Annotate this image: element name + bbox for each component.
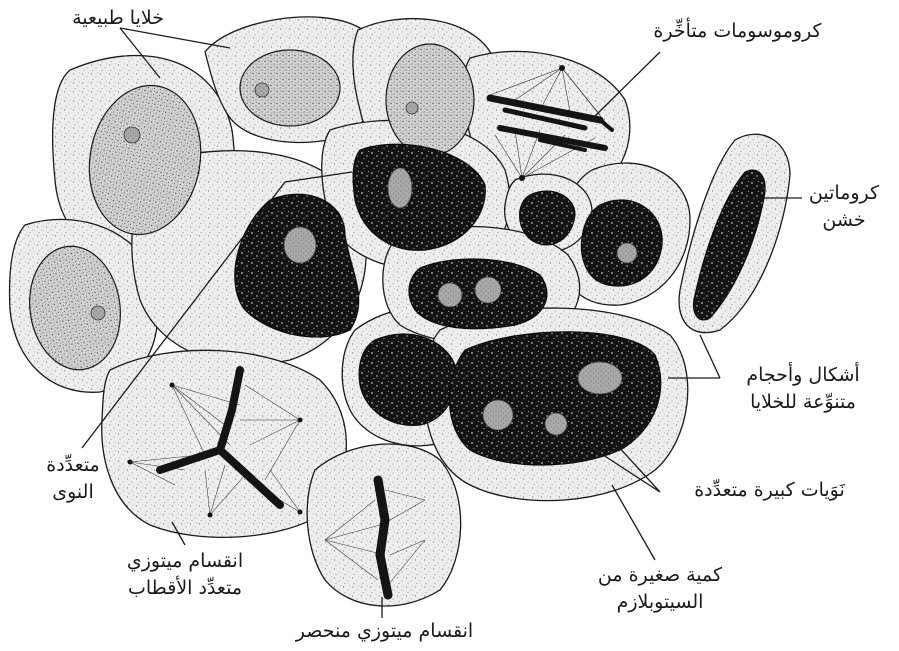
nucleolus-multinucleated <box>284 227 316 263</box>
nucleolus-normal-left <box>124 127 140 143</box>
label-normal-cells-line: خلايا طبيعية <box>8 5 228 32</box>
nucleolus-right-mid <box>617 243 637 263</box>
nucleolus-center-oval-2 <box>475 277 501 303</box>
label-restricted-mitosis-line: انقسام ميتوزي منحصر <box>262 618 507 645</box>
label-multipolar-mitosis-line1: انقسام ميتوزي <box>85 548 285 575</box>
label-small-cytoplasm-line1: كمية صغيرة من <box>560 562 760 589</box>
label-small-cytoplasm: كمية صغيرة من السيتوبلازم <box>560 562 760 616</box>
label-multipolar-mitosis: انقسام ميتوزي متعدِّد الأقطاب <box>85 548 285 602</box>
label-varied-shapes-line1: أشكال وأحجام <box>718 362 888 389</box>
spindle-pole-top <box>559 65 565 71</box>
label-multinucleated-line2: النوى <box>8 479 138 506</box>
label-normal-cells: خلايا طبيعية <box>8 5 228 32</box>
label-varied-shapes-line2: متنوِّعة للخلايا <box>718 389 888 416</box>
label-coarse-chromatin-line2: خشن <box>792 207 896 234</box>
leader-small-cytoplasm <box>612 485 655 560</box>
nucleolus-normal-top <box>255 83 269 97</box>
nucleolus-normal-bottomleft <box>91 306 105 320</box>
label-lagging-chromosomes: كروموسومات متأخِّرة <box>615 18 860 45</box>
spindle-pole-bottom <box>519 175 525 181</box>
nucleolus-normal-topright <box>406 102 418 114</box>
label-varied-shapes: أشكال وأحجام متنوِّعة للخلايا <box>718 362 888 416</box>
nucleolus-small-cytoplasm-2 <box>483 400 513 430</box>
label-multinucleated: متعدِّدة النوى <box>8 452 138 506</box>
nucleolus-center-oval-1 <box>438 283 462 307</box>
nucleolus-small-cytoplasm-3 <box>545 413 567 435</box>
label-multinucleated-line1: متعدِّدة <box>8 452 138 479</box>
nucleolus-large-dark-top <box>388 168 412 208</box>
label-lagging-chromosomes-line: كروموسومات متأخِّرة <box>615 18 860 45</box>
label-coarse-chromatin-line1: كروماتين <box>792 180 896 207</box>
label-multipolar-mitosis-line2: متعدِّد الأقطاب <box>85 575 285 602</box>
nucleus-right-mid <box>581 200 662 286</box>
label-large-nucleoli-line: نَوَيات كبيرة متعدِّدة <box>652 477 887 504</box>
label-restricted-mitosis: انقسام ميتوزي منحصر <box>262 618 507 645</box>
label-coarse-chromatin: كروماتين خشن <box>792 180 896 234</box>
label-large-nucleoli: نَوَيات كبيرة متعدِّدة <box>652 477 887 504</box>
nucleolus-small-cytoplasm-1 <box>578 362 622 394</box>
nucleus-normal-topright <box>386 44 474 156</box>
label-small-cytoplasm-line2: السيتوبلازم <box>560 589 760 616</box>
